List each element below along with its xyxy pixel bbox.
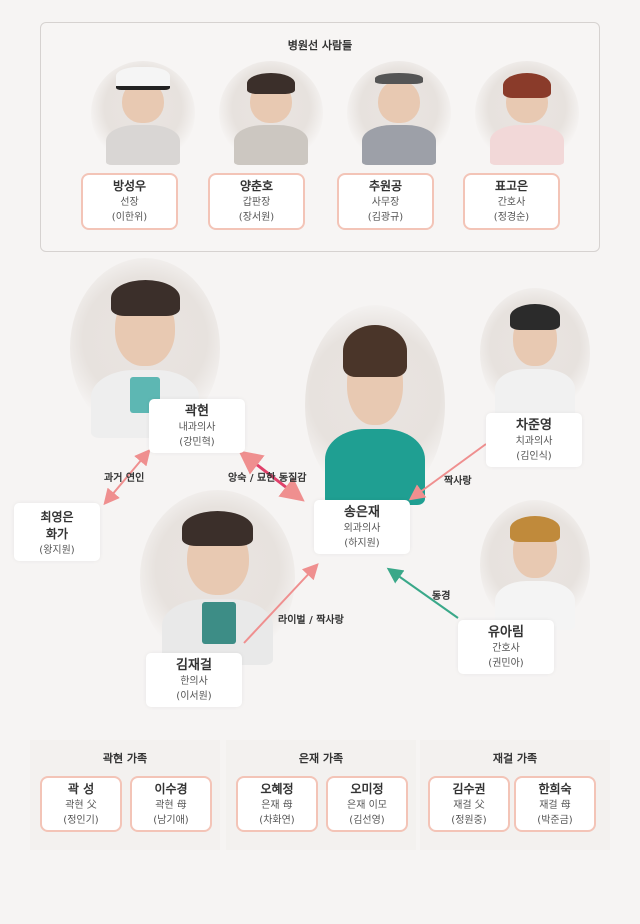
family-title-kwak: 곽현 가족: [102, 752, 148, 765]
card-bang: 방성우 선장 (이한위): [81, 173, 178, 230]
family-title-jaegeol: 재걸 가족: [492, 752, 538, 765]
portrait-choo: [347, 61, 451, 165]
card-kim: 김재걸 한의사 (이서원): [146, 653, 242, 707]
portrait-pyo: [475, 61, 579, 165]
card-yang: 양춘호 갑판장 (장서원): [208, 173, 305, 230]
card-kwak: 곽현 내과의사 (강민혁): [149, 399, 245, 453]
family-panel-eunjae: 은재 가족 오혜정 은재 母 (차화연) 오미정 은재 이모 (김선영): [226, 740, 416, 850]
card-choo: 추원공 사무장 (김광규): [337, 173, 434, 230]
portrait-yoo: [480, 500, 590, 630]
family-panel-kwak: 곽현 가족 곽 성 곽현 父 (정인기) 이수경 곽현 母 (남기애): [30, 740, 220, 850]
relation-label-kwak-song: 앙숙 / 묘한 동질감: [228, 473, 307, 484]
relation-label-kim-song: 라이벌 / 짝사랑: [278, 615, 344, 626]
portrait-cha: [480, 288, 590, 418]
card-pyo: 표고은 간호사 (정경순): [463, 173, 560, 230]
portrait-bang: [91, 61, 195, 165]
relation-label-yoo-song: 동경: [432, 591, 451, 602]
portrait-yang: [219, 61, 323, 165]
card-eunjae-aunt: 오미정 은재 이모 (김선영): [326, 776, 408, 832]
card-jaegeol-mother: 한희숙 재걸 母 (박준금): [514, 776, 596, 832]
card-song: 송은재 외과의사 (하지원): [314, 500, 410, 554]
arrow-yoo-song: [386, 567, 459, 619]
family-panel-jaegeol: 재걸 가족 김수권 재걸 父 (정원중) 한희숙 재걸 母 (박준금): [420, 740, 610, 850]
arrow-kwak-song: [238, 450, 305, 502]
arrow-kim-song: [243, 563, 319, 644]
portrait-song: [305, 305, 445, 505]
relation-label-cha-song: 짝사랑: [444, 476, 472, 487]
arrow-kwak-choi: [103, 448, 151, 506]
card-cha: 차준영 치과의사 (김인식): [486, 413, 582, 467]
arrow-cha-song: [408, 443, 487, 501]
card-kwak-mother: 이수경 곽현 母 (남기애): [130, 776, 212, 832]
card-jaegeol-father: 김수권 재걸 父 (정원중): [428, 776, 510, 832]
ship-panel-title: 병원선 사람들: [287, 39, 353, 52]
card-eunjae-mother: 오혜정 은재 母 (차화연): [236, 776, 318, 832]
card-yoo: 유아림 간호사 (권민아): [458, 620, 554, 674]
family-title-eunjae: 은재 가족: [298, 752, 344, 765]
card-kwak-father: 곽 성 곽현 父 (정인기): [40, 776, 122, 832]
ship-people-panel: 병원선 사람들 방성우 선장 (이한위) 양춘호 갑판장 (장서원) 추원공 사…: [40, 22, 600, 252]
card-choi: 최영은 화가 (왕지원): [14, 503, 100, 561]
relation-label-kwak-choi: 과거 연인: [104, 473, 145, 484]
